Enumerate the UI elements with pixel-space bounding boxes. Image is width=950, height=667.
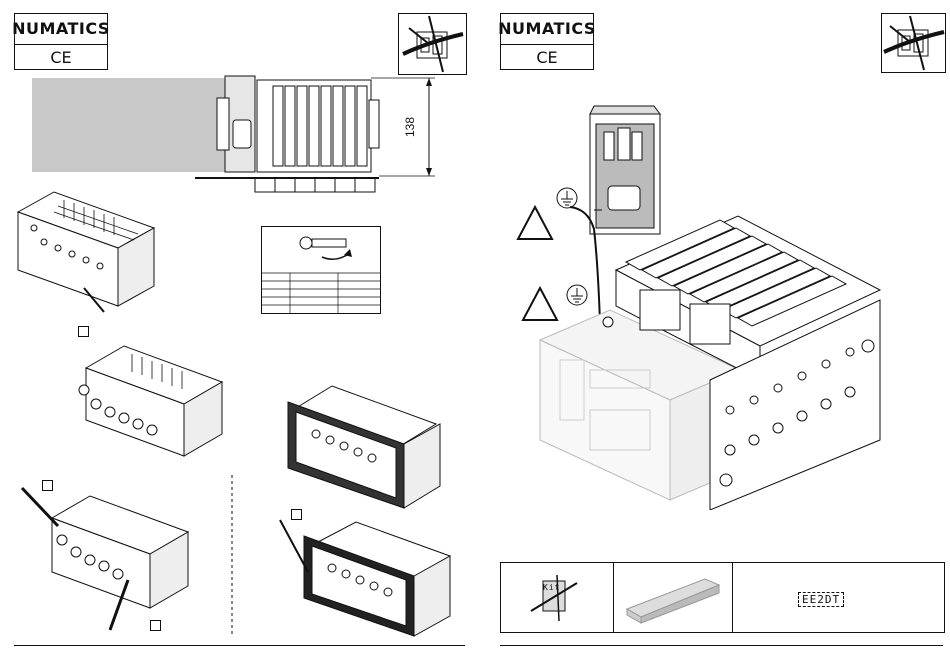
bottom-rule-right xyxy=(500,645,943,646)
brand-name: NUMATICS xyxy=(15,14,107,42)
numatics-logo-right: NUMATICS CE xyxy=(500,13,594,70)
no-wrench-icon xyxy=(398,13,467,75)
kit-bag-icon xyxy=(529,573,585,623)
manifold-sketch-4 xyxy=(18,480,193,640)
part-label: EE2DT xyxy=(798,592,844,607)
step-marker xyxy=(42,480,53,491)
dimension-label: 138 xyxy=(403,117,417,137)
numatics-logo-left: NUMATICS CE xyxy=(14,13,108,70)
torque-table xyxy=(261,226,381,314)
kit-label: Kit xyxy=(543,583,560,592)
manifold-sketch-1 xyxy=(14,188,164,313)
ce-mark: CE xyxy=(501,45,593,69)
no-wrench-icon xyxy=(881,13,946,73)
torque-wrench-icon xyxy=(262,227,380,267)
manifold-sketch-5 xyxy=(278,512,454,640)
kit-contents-box: Kit EE2DT xyxy=(500,562,945,633)
bottom-rule-left xyxy=(14,645,465,646)
brand-name: NUMATICS xyxy=(501,14,593,42)
step-marker xyxy=(291,509,302,520)
manifold-sketch-3 xyxy=(286,372,454,512)
ce-mark: CE xyxy=(15,45,107,69)
valve-manifold-assembly xyxy=(520,210,885,510)
step-marker xyxy=(150,620,161,631)
end-plate-part xyxy=(623,571,723,625)
section-divider xyxy=(230,475,234,635)
manifold-sketch-2 xyxy=(76,338,226,463)
step-marker xyxy=(78,326,89,337)
